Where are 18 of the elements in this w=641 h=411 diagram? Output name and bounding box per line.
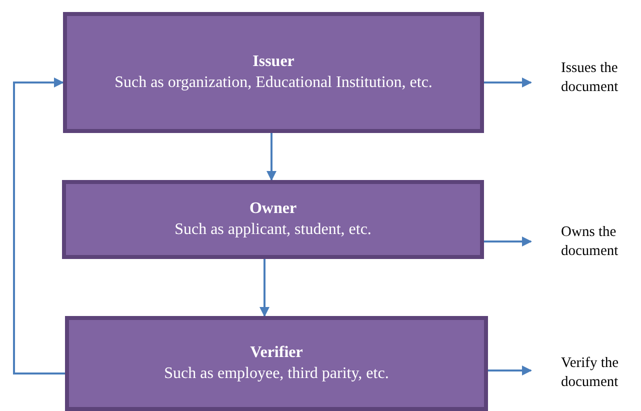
arrow (266, 133, 276, 181)
arrow (260, 259, 270, 317)
arrow (484, 78, 532, 88)
role-description: Such as applicant, student, etc. (174, 220, 372, 240)
role-title: Owner (248, 198, 298, 219)
action-text: Verify the document (560, 354, 620, 392)
role-box (65, 316, 488, 411)
role-box (63, 12, 484, 133)
role-description: Such as organization, Educational Institution, etc. (114, 72, 434, 92)
role-box (62, 180, 484, 259)
action-text: Issues the document (560, 59, 620, 97)
arrow (488, 366, 532, 376)
role-title: Verifier (249, 342, 304, 363)
arrow (484, 236, 532, 246)
role-description: Such as employee, third parity, etc. (163, 364, 390, 384)
arrow (13, 78, 65, 374)
role-title: Issuer (252, 52, 296, 72)
action-text: Owns the document (560, 223, 620, 261)
